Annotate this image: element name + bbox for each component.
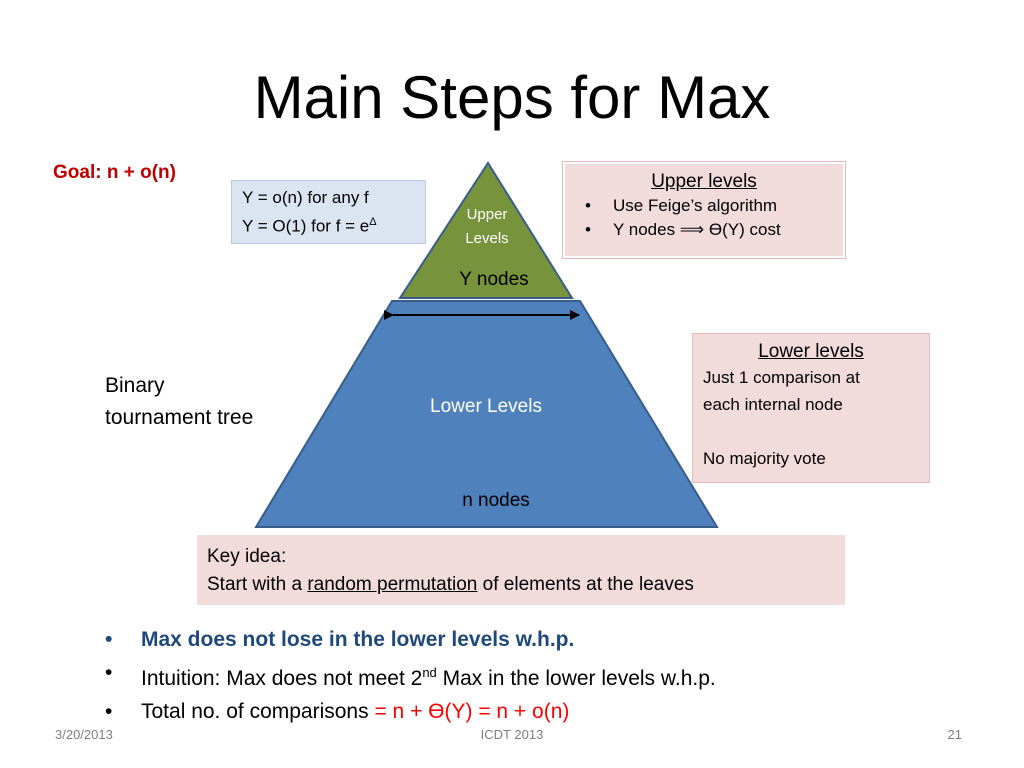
- y-definition-box: Y = o(n) for any f Y = O(1) for f = eΔ: [231, 180, 426, 244]
- list-item: • Total no. of comparisons = n + Ө(Y) = …: [105, 695, 716, 728]
- lower-spacer: [703, 418, 919, 445]
- lower-levels-heading: Lower levels: [758, 341, 864, 362]
- upper-levels-label-1: Upper: [467, 206, 508, 223]
- y-nodes-label: Y nodes: [459, 269, 528, 290]
- lower-line-1: Just 1 comparison at: [703, 368, 860, 387]
- bullet-list: • Max does not lose in the lower levels …: [105, 623, 716, 728]
- key-idea-post: of elements at the leaves: [477, 574, 694, 595]
- upper-levels-heading: Upper levels: [651, 171, 757, 192]
- bullet-1-text: Max does not lose in the lower levels w.…: [141, 628, 575, 651]
- key-idea-underlined: random permutation: [307, 574, 478, 595]
- y-line-2-text: Y = O(1) for f = e: [242, 216, 370, 236]
- key-idea-line-2: Start with a random permutation of eleme…: [207, 571, 835, 599]
- key-idea-line-1: Key idea:: [207, 546, 287, 567]
- y-line-2: Y = O(1) for f = eΔ: [242, 210, 415, 239]
- bullet-3-formula: = n + Ө(Y) = n + o(n): [374, 700, 570, 723]
- list-item-text: Use Feige’s algorithm: [613, 196, 778, 215]
- bullet-icon: •: [105, 700, 113, 723]
- upper-levels-box: Upper levels • Use Feige’s algorithm • Y n…: [562, 161, 846, 259]
- bullet-icon: •: [105, 661, 113, 684]
- binary-tree-label: Binary tournament tree: [105, 370, 253, 434]
- lower-line-3: No majority vote: [703, 449, 826, 468]
- list-item: • Intuition: Max does not meet 2nd Max i…: [105, 656, 716, 695]
- page-title: Main Steps for Max: [253, 64, 771, 131]
- bullet-icon: •: [585, 220, 591, 239]
- goal-label: Goal: n + o(n): [53, 162, 176, 183]
- lower-line-2: each internal node: [703, 395, 843, 414]
- delta-superscript: Δ: [369, 216, 377, 228]
- bullet-2-text: Intuition: Max does not meet 2: [141, 667, 423, 690]
- footer-center: ICDT 2013: [480, 727, 544, 742]
- bullet-icon: •: [585, 196, 591, 215]
- footer-date: 3/20/2013: [55, 727, 113, 742]
- lower-levels-label: Lower Levels: [430, 396, 542, 417]
- lower-levels-triangle: [254, 300, 719, 528]
- bullet-2-sup: nd: [422, 665, 437, 680]
- bullet-icon: •: [105, 628, 113, 651]
- lower-levels-box: Lower levels Just 1 comparison at each i…: [692, 333, 930, 483]
- y-line-1: Y = o(n) for any f: [242, 188, 369, 207]
- footer-page-number: 21: [947, 727, 962, 742]
- binary-label-line-1: Binary: [105, 374, 165, 397]
- key-idea-box: Key idea: Start with a random permutatio…: [197, 535, 845, 605]
- bullet-2-text-post: Max in the lower levels w.h.p.: [436, 667, 716, 690]
- list-item-text: Y nodes ⟹ Ө(Y) cost: [613, 220, 781, 239]
- key-idea-pre: Start with a: [207, 574, 308, 595]
- bullet-3-text: Total no. of comparisons: [141, 700, 375, 723]
- list-item: • Y nodes ⟹ Ө(Y) cost: [575, 218, 833, 242]
- binary-label-line-2: tournament tree: [105, 406, 254, 429]
- n-nodes-label: n nodes: [462, 490, 530, 511]
- list-item: • Use Feige’s algorithm: [575, 194, 833, 218]
- upper-levels-label-2: Levels: [465, 230, 508, 247]
- upper-levels-triangle: [398, 161, 574, 299]
- list-item: • Max does not lose in the lower levels …: [105, 623, 716, 656]
